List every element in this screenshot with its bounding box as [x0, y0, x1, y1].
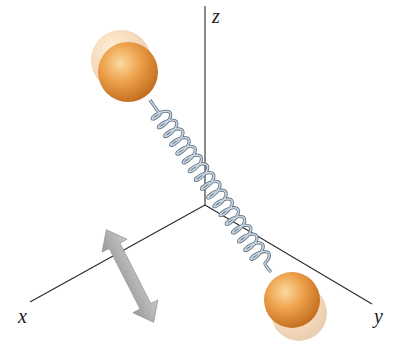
axis-label: z [212, 6, 220, 26]
atom-sphere [98, 42, 158, 102]
spring [150, 100, 271, 272]
spring-coil-outline [150, 100, 271, 272]
spring-coil [150, 100, 271, 272]
oscillation-arrow [94, 223, 166, 328]
axis-label: x [18, 306, 27, 326]
axis-label: y [374, 306, 383, 326]
atom-sphere [264, 272, 320, 328]
axes [30, 6, 372, 304]
